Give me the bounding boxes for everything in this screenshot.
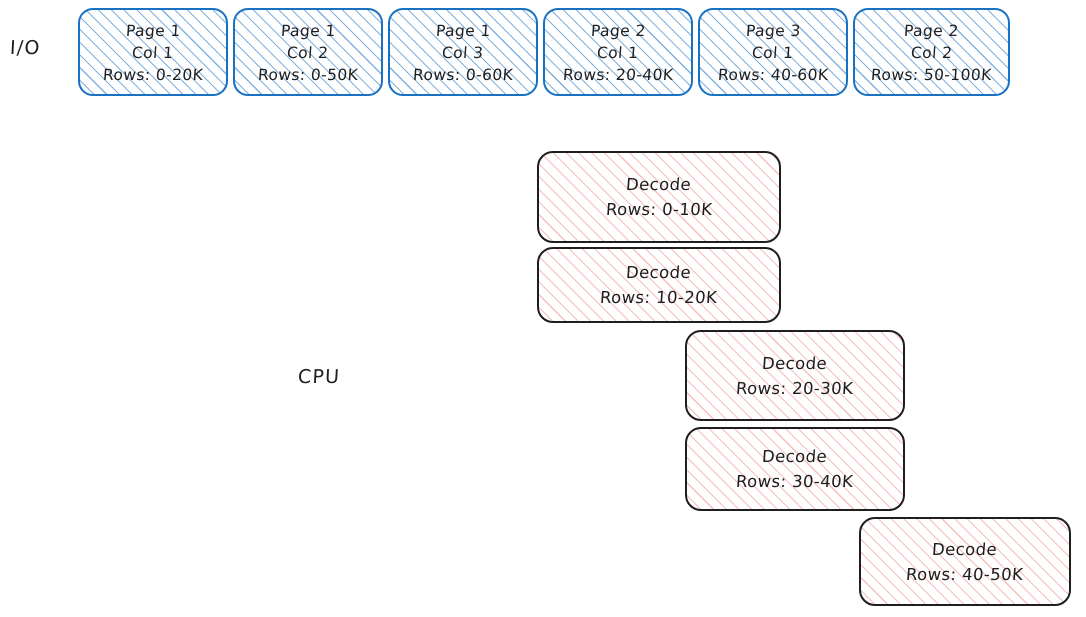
io-block-col: Col 1 (751, 43, 795, 62)
io-block-col: Col 1 (596, 43, 640, 62)
io-block-rows: Rows: 0-50K (257, 65, 359, 84)
io-block-page: Page 3 (745, 21, 801, 40)
io-block[interactable]: Page 2 Col 2 Rows: 50-100K (853, 8, 1010, 96)
cpu-decode-rows: Rows: 40-50K (905, 564, 1025, 584)
io-block-col: Col 1 (131, 43, 175, 62)
io-block-col: Col 3 (441, 43, 485, 62)
io-block-rows: Rows: 20-40K (562, 65, 674, 84)
io-block-rows: Rows: 0-20K (102, 65, 204, 84)
io-block[interactable]: Page 1 Col 1 Rows: 0-20K (78, 8, 228, 96)
cpu-decode-rows: Rows: 30-40K (735, 472, 855, 491)
io-block-page: Page 1 (280, 21, 336, 40)
lane-label-io: I/O (9, 37, 42, 59)
cpu-decode-block[interactable]: Decode Rows: 40-50K (859, 517, 1071, 606)
io-block-rows: Rows: 0-60K (412, 65, 514, 84)
io-block-page: Page 2 (903, 21, 960, 40)
io-block[interactable]: Page 1 Col 2 Rows: 0-50K (233, 8, 383, 96)
cpu-decode-rows: Rows: 10-20K (599, 288, 719, 307)
io-block-col: Col 2 (910, 43, 953, 62)
lane-label-cpu: CPU (297, 366, 341, 388)
io-block[interactable]: Page 1 Col 3 Rows: 0-60K (388, 8, 538, 96)
io-block-page: Page 2 (590, 21, 646, 40)
cpu-decode-block[interactable]: Decode Rows: 10-20K (537, 247, 781, 323)
cpu-decode-block[interactable]: Decode Rows: 0-10K (537, 151, 781, 243)
io-block[interactable]: Page 3 Col 1 Rows: 40-60K (698, 8, 848, 96)
cpu-decode-title: Decode (931, 539, 999, 559)
cpu-decode-title: Decode (625, 175, 693, 194)
io-block-col: Col 2 (286, 43, 330, 62)
cpu-decode-title: Decode (761, 353, 829, 373)
cpu-decode-title: Decode (625, 263, 693, 282)
io-block-rows: Rows: 40-60K (717, 65, 829, 84)
io-block-page: Page 1 (435, 21, 491, 40)
io-block-rows: Rows: 50-100K (870, 65, 993, 84)
io-block[interactable]: Page 2 Col 1 Rows: 20-40K (543, 8, 693, 96)
cpu-decode-title: Decode (761, 447, 829, 466)
cpu-decode-rows: Rows: 20-30K (735, 378, 855, 398)
cpu-decode-block[interactable]: Decode Rows: 30-40K (685, 427, 905, 511)
io-block-page: Page 1 (125, 21, 181, 40)
cpu-decode-block[interactable]: Decode Rows: 20-30K (685, 330, 905, 421)
cpu-decode-rows: Rows: 0-10K (605, 200, 713, 219)
